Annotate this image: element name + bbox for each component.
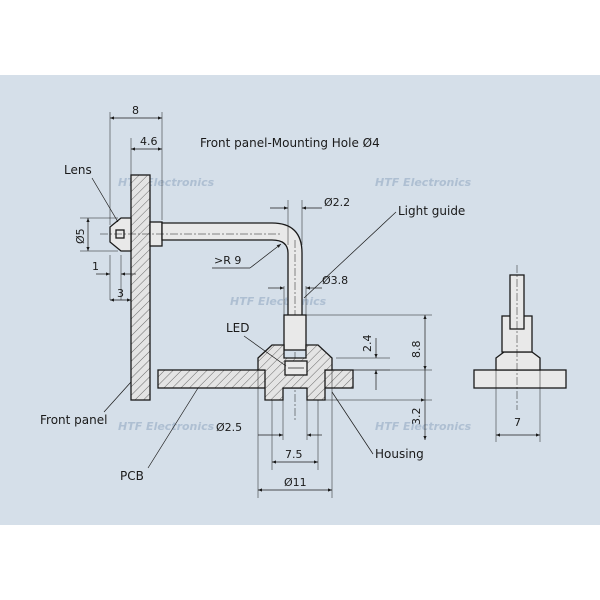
watermark-4: HTF Electronics xyxy=(118,420,215,433)
dim-label-4-6: 4.6 xyxy=(140,135,158,148)
dim-label-r9: >R 9 xyxy=(214,254,241,267)
label-pcb: PCB xyxy=(120,469,144,483)
callout-led: LED xyxy=(226,321,287,367)
dim-3: 3 xyxy=(110,287,131,302)
callout-pcb: PCB xyxy=(120,387,199,483)
dim-label-8-8: 8.8 xyxy=(410,341,423,359)
dim-label-3-2: 3.2 xyxy=(410,408,423,426)
front-view xyxy=(473,265,567,410)
label-led: LED xyxy=(226,321,250,335)
label-light-guide: Light guide xyxy=(398,204,465,218)
dim-label-1: 1 xyxy=(92,260,99,273)
dim-label-2-4: 2.4 xyxy=(361,335,374,353)
watermark-3: HTF Electronics xyxy=(230,295,327,308)
dim-8: 8 xyxy=(109,104,163,225)
callout-light-guide: Light guide xyxy=(303,204,465,299)
front-panel-section xyxy=(130,174,151,401)
watermark-5: HTF Electronics xyxy=(375,420,472,433)
technical-drawing: HTF Electronics HTF Electronics HTF Elec… xyxy=(0,75,600,525)
callout-housing: Housing xyxy=(331,391,424,461)
dim-d11: Ø11 xyxy=(257,370,333,498)
dim-7-5: 7.5 xyxy=(271,400,319,470)
dim-label-d3-8: Ø3.8 xyxy=(322,274,348,287)
dim-4-6: 4.6 xyxy=(130,135,162,175)
dim-label-3: 3 xyxy=(117,287,124,300)
dim-d2-5: Ø2.5 xyxy=(216,388,322,440)
dim-label-d2-5: Ø2.5 xyxy=(216,421,242,434)
dim-d5: Ø5 xyxy=(74,217,118,252)
dim-label-d5: Ø5 xyxy=(74,228,87,244)
dim-label-d11: Ø11 xyxy=(284,476,307,489)
callout-front-panel: Front panel xyxy=(40,381,132,427)
drawing-title: Front panel-Mounting Hole Ø4 xyxy=(200,136,380,150)
callout-lens: Lens xyxy=(64,163,119,223)
label-front-panel: Front panel xyxy=(40,413,107,427)
dim-1: 1 xyxy=(92,255,136,300)
label-housing: Housing xyxy=(375,447,424,461)
dim-d2-2: Ø2.2 xyxy=(270,196,350,245)
dim-r9: >R 9 xyxy=(212,243,282,269)
watermark-2: HTF Electronics xyxy=(375,176,472,189)
dim-3-2: 3.2 xyxy=(325,370,432,440)
dim-label-d2-2: Ø2.2 xyxy=(324,196,350,209)
label-lens: Lens xyxy=(64,163,92,177)
dim-label-7: 7 xyxy=(514,416,521,429)
dim-7: 7 xyxy=(495,370,541,442)
dim-label-8: 8 xyxy=(132,104,139,117)
dim-label-7-5: 7.5 xyxy=(285,448,303,461)
dim-8-8: 8.8 xyxy=(306,314,432,371)
dim-d3-8: Ø3.8 xyxy=(268,274,348,315)
light-guide-stem xyxy=(283,314,307,351)
